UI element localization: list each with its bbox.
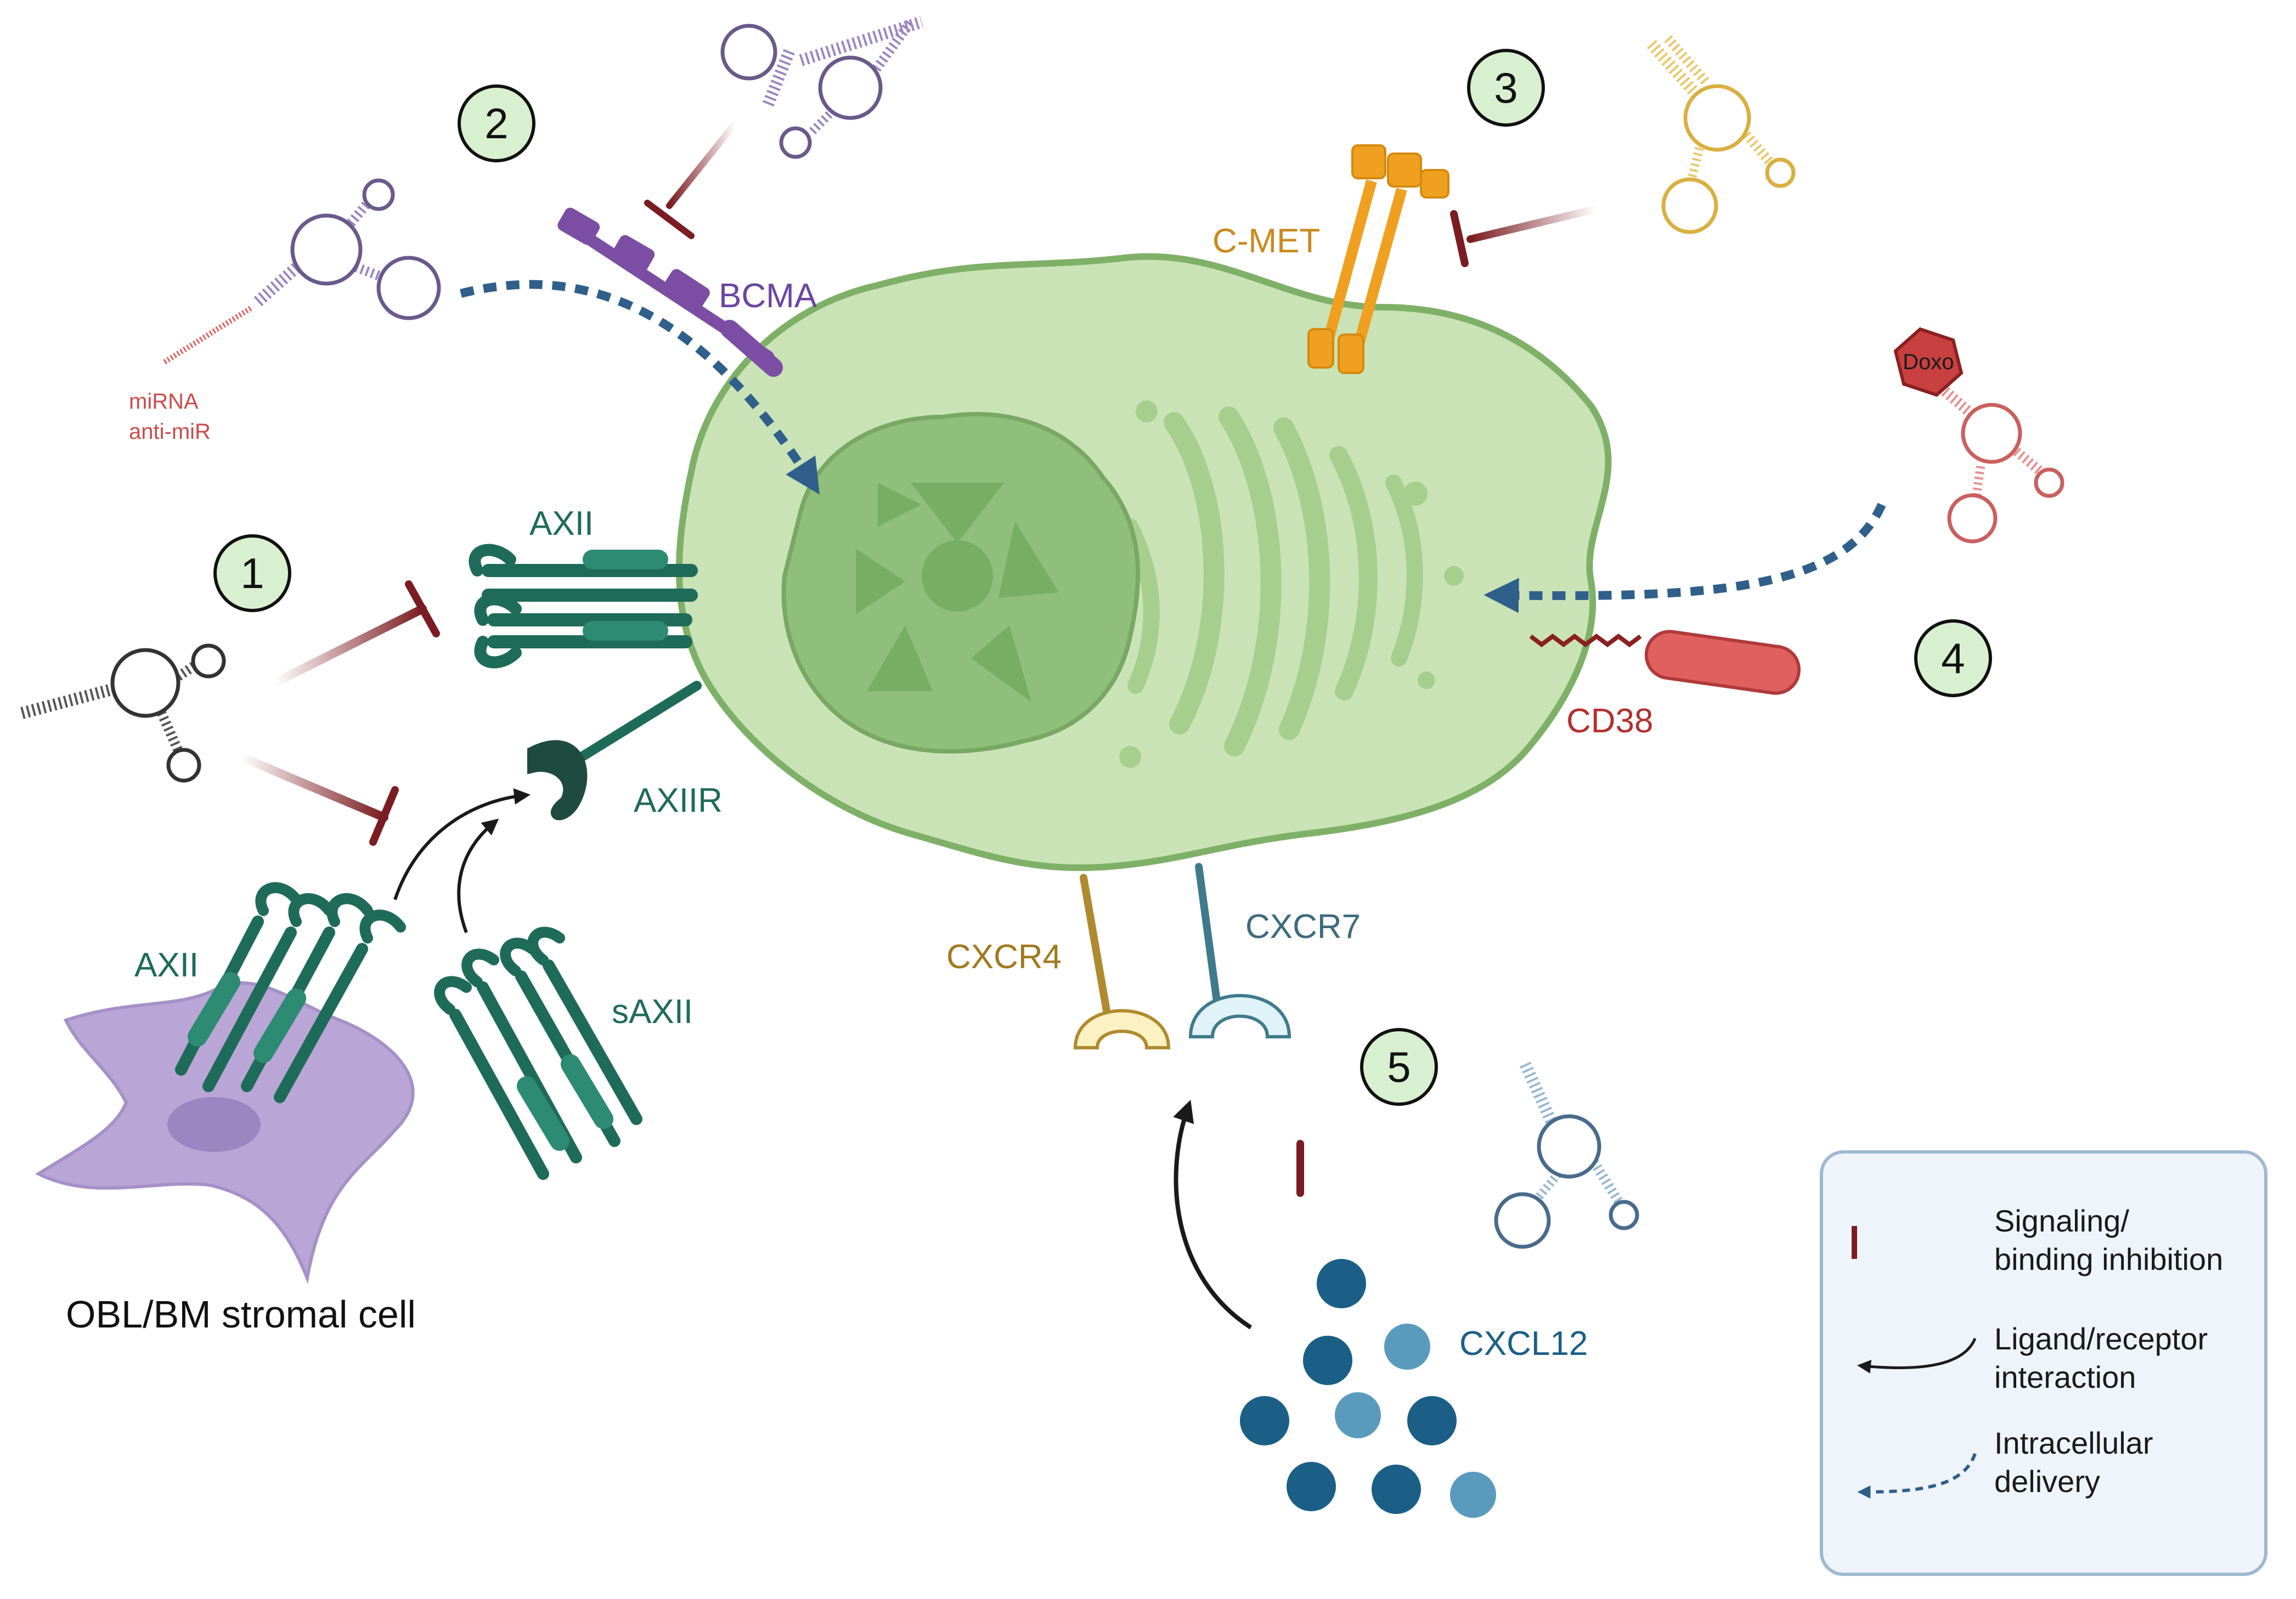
legend: Signaling/ binding inhibition Ligand/rec… xyxy=(1820,1150,2267,1576)
vesicles xyxy=(1119,400,1464,768)
cmet-label: C-MET xyxy=(1212,222,1320,260)
svg-text:Doxo: Doxo xyxy=(1903,350,1954,374)
cxcl12-label: CXCL12 xyxy=(1459,1325,1588,1363)
cd38-receptor xyxy=(1529,630,1801,695)
cxcr4-label: CXCR4 xyxy=(946,938,1062,976)
step-1-badge: 1 xyxy=(213,534,291,612)
step-3-badge: 3 xyxy=(1467,49,1545,127)
cxcr7-label: CXCR7 xyxy=(1245,908,1361,946)
step-2-badge: 2 xyxy=(458,84,535,162)
cxcr4-receptor xyxy=(1073,874,1171,1049)
aptamer-cxcr-icon xyxy=(1494,1061,1639,1249)
stromal-cell-label: OBL/BM stromal cell xyxy=(66,1293,416,1336)
svg-text:5: 5 xyxy=(1387,1043,1411,1091)
nucleolus xyxy=(856,483,1059,702)
svg-text:3: 3 xyxy=(1494,64,1517,112)
aptamer-2-icon xyxy=(163,178,441,365)
svg-text:1: 1 xyxy=(240,549,264,597)
axii-top-label: AXII xyxy=(529,505,594,543)
bcma-label: BCMA xyxy=(719,277,817,315)
myeloma-cell xyxy=(675,253,1612,871)
bcma-receptor xyxy=(557,207,783,377)
cxcr7-receptor xyxy=(1188,863,1291,1038)
endoplasmic-reticulum xyxy=(1122,406,1423,756)
aptamer-doxo-icon xyxy=(1933,380,2064,544)
stromal-cell xyxy=(35,981,415,1284)
svg-text:Signaling/: Signaling/ xyxy=(1994,1204,2129,1238)
svg-text:4: 4 xyxy=(1941,634,1965,682)
antimir-label: anti-miR xyxy=(129,420,211,444)
svg-text:binding inhibition: binding inhibition xyxy=(1994,1242,2223,1276)
delivery-arrows xyxy=(460,280,1886,613)
saxii-label: sAXII xyxy=(612,993,693,1031)
svg-text:Ligand/receptor: Ligand/receptor xyxy=(1994,1321,2208,1356)
aptamer-bcma-icon xyxy=(720,16,924,159)
axii-stromal-label: AXII xyxy=(134,946,199,984)
svg-text:delivery: delivery xyxy=(1994,1464,2100,1499)
step-4-badge: 4 xyxy=(1914,619,1992,697)
cmet-receptor xyxy=(1307,144,1449,374)
svg-text:interaction: interaction xyxy=(1994,1360,2136,1394)
axii-receptor-cluster xyxy=(469,544,698,669)
step-5-badge: 5 xyxy=(1360,1028,1438,1106)
cxcl12-particles xyxy=(1240,1259,1496,1518)
inhibition-markers xyxy=(237,120,1600,1197)
aptamer-1-icon xyxy=(20,643,226,783)
svg-text:Intracellular: Intracellular xyxy=(1994,1426,2153,1460)
aptamer-cmet-icon xyxy=(1646,35,1796,234)
axiir-label: AXIIR xyxy=(634,782,723,820)
mirna-label: miRNA xyxy=(129,389,199,414)
doxo-hexagon: Doxo xyxy=(1893,327,1964,397)
saxii-cluster xyxy=(434,926,642,1180)
svg-text:2: 2 xyxy=(484,99,508,148)
cd38-label: CD38 xyxy=(1566,702,1654,740)
interaction-arrows xyxy=(393,788,1253,1330)
axii-stromal-cluster xyxy=(175,882,406,1103)
axiir-receptor xyxy=(527,681,702,821)
